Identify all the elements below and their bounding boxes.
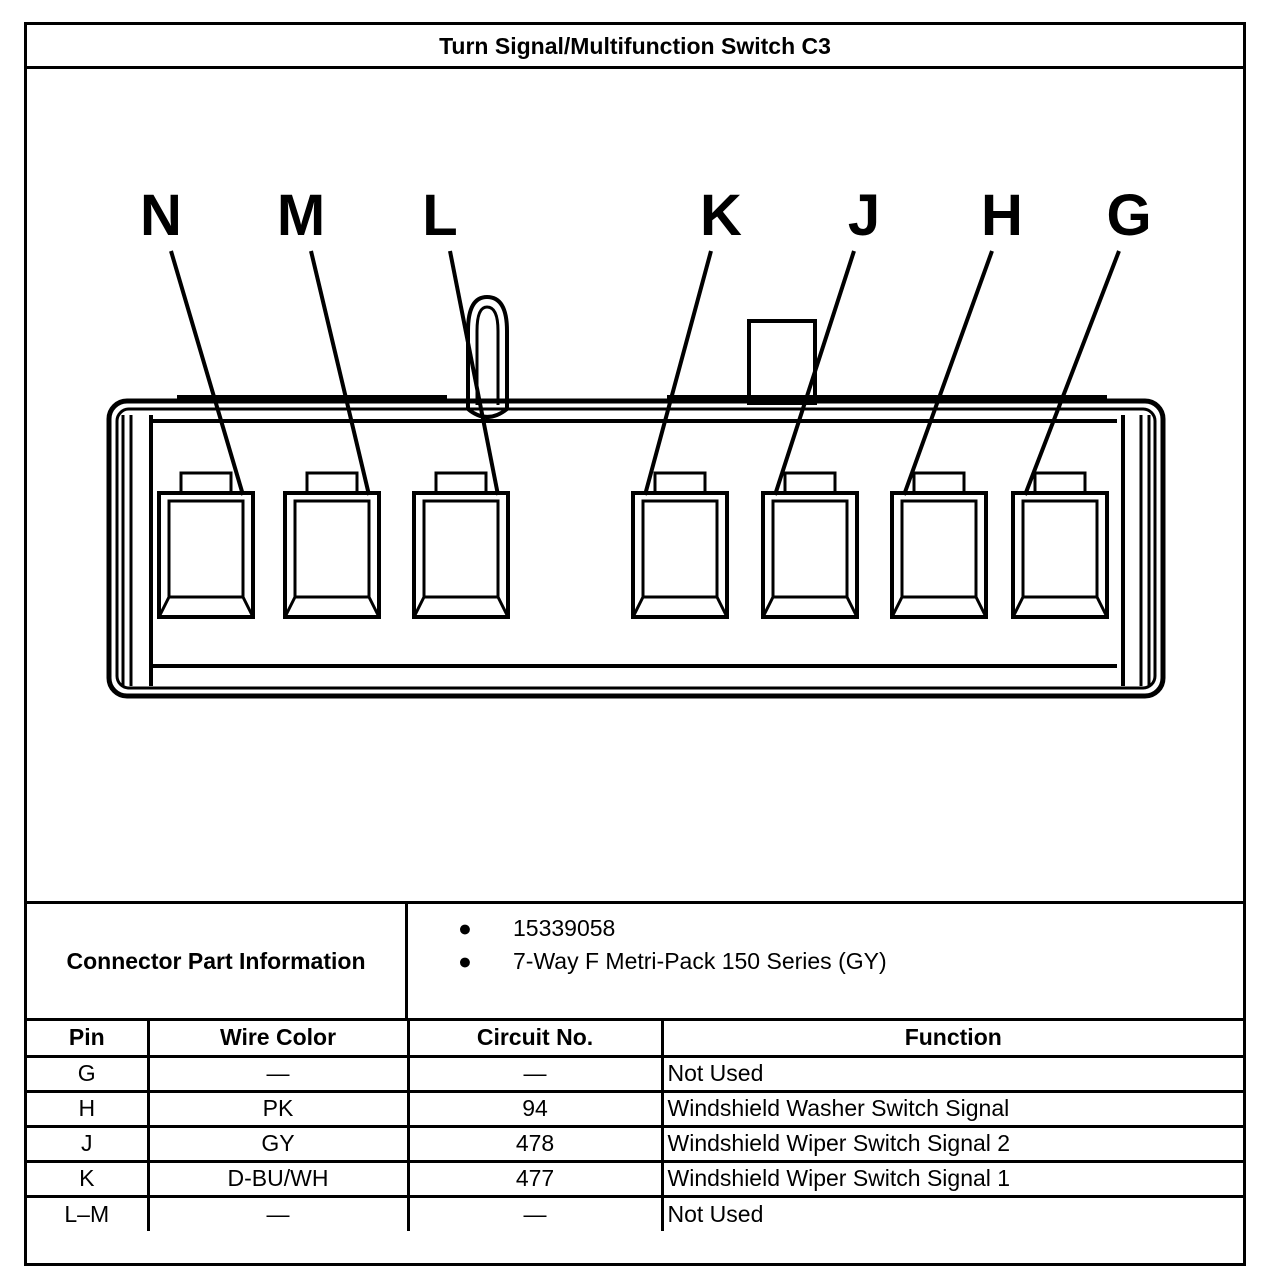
connector-type: 7-Way F Metri-Pack 150 Series (GY) — [513, 948, 887, 974]
cell-circuit-no: 478 — [406, 1124, 664, 1163]
leader-line-k — [643, 250, 713, 496]
leader-line-m — [309, 250, 371, 496]
pin-table: Pin Wire Color Circuit No. Function G — … — [27, 1021, 1243, 1231]
pin-label-j: J — [848, 183, 880, 248]
leader-line-l — [448, 250, 500, 496]
cell-function: Windshield Wiper Switch Signal 2 — [660, 1124, 1243, 1163]
cell-circuit-no: — — [406, 1194, 664, 1231]
pin-label-h: H — [981, 183, 1023, 248]
bullet-icon: ● — [458, 948, 472, 974]
terminal-cavity-j — [761, 471, 859, 619]
terminal-cavity-k — [631, 471, 729, 619]
terminal-cavity-l — [412, 471, 510, 619]
bullet-icon: ● — [458, 915, 472, 941]
connector-body — [106, 398, 1166, 699]
terminal-cavity-m — [283, 471, 381, 619]
leader-line-n — [169, 250, 245, 496]
cell-wire-color: D-BU/WH — [146, 1159, 410, 1198]
cell-pin: K — [27, 1159, 150, 1198]
table-header: Pin Wire Color Circuit No. Function — [27, 1021, 1243, 1058]
cell-circuit-no: 94 — [406, 1089, 664, 1128]
header-circuit-no: Circuit No. — [406, 1021, 664, 1058]
table-row: H PK 94 Windshield Washer Switch Signal — [27, 1089, 1243, 1128]
pin-label-m: M — [277, 183, 325, 248]
cell-function: Not Used — [660, 1054, 1243, 1093]
leader-line-j — [773, 250, 856, 496]
header-wire-color: Wire Color — [146, 1021, 410, 1058]
leader-line-g — [1023, 250, 1121, 496]
connector-info-list: ● 15339058 ● 7-Way F Metri-Pack 150 Series… — [408, 912, 887, 978]
table-row: K D-BU/WH 477 Windshield Wiper Switch Si… — [27, 1159, 1243, 1198]
cell-wire-color: PK — [146, 1089, 410, 1128]
pin-label-l: L — [422, 183, 457, 248]
page-title: Turn Signal/Multifunction Switch C3 — [27, 25, 1243, 69]
terminal-cavity-h — [890, 471, 988, 619]
list-item: ● 7-Way F Metri-Pack 150 Series (GY) — [408, 945, 887, 978]
connector-part-information: Connector Part Information ● 15339058 ● 7-… — [27, 901, 1243, 1021]
cell-wire-color: — — [146, 1054, 410, 1093]
cell-wire-color: — — [146, 1194, 410, 1231]
table-row: J GY 478 Windshield Wiper Switch Signal … — [27, 1124, 1243, 1163]
pin-label-k: K — [700, 183, 742, 248]
cell-function: Windshield Washer Switch Signal — [660, 1089, 1243, 1128]
lock-tab — [747, 319, 817, 405]
cell-wire-color: GY — [146, 1124, 410, 1163]
connector-info-label: Connector Part Information — [27, 904, 408, 1018]
cell-pin: H — [27, 1089, 150, 1128]
table-row: G — — Not Used — [27, 1054, 1243, 1093]
cell-pin: G — [27, 1054, 150, 1093]
cell-function: Windshield Wiper Switch Signal 1 — [660, 1159, 1243, 1198]
pin-label-n: N — [140, 183, 182, 248]
cell-pin: J — [27, 1124, 150, 1163]
list-item: ● 15339058 — [408, 912, 887, 945]
header-function: Function — [660, 1021, 1243, 1058]
terminal-cavity-g — [1011, 471, 1109, 619]
cell-pin: L–M — [27, 1194, 150, 1231]
pin-label-g: G — [1106, 183, 1151, 248]
connector-sheet: Turn Signal/Multifunction Switch C3 — [24, 22, 1246, 1266]
part-number: 15339058 — [513, 915, 616, 941]
table-row: L–M — — Not Used — [27, 1194, 1243, 1231]
cell-circuit-no: — — [406, 1054, 664, 1093]
cell-circuit-no: 477 — [406, 1159, 664, 1198]
cell-function: Not Used — [660, 1194, 1243, 1231]
connector-body-inner — [115, 407, 1157, 690]
header-pin: Pin — [27, 1021, 150, 1058]
latch-peg — [466, 294, 509, 419]
terminal-cavity-n — [157, 471, 255, 619]
leader-line-h — [902, 250, 994, 496]
